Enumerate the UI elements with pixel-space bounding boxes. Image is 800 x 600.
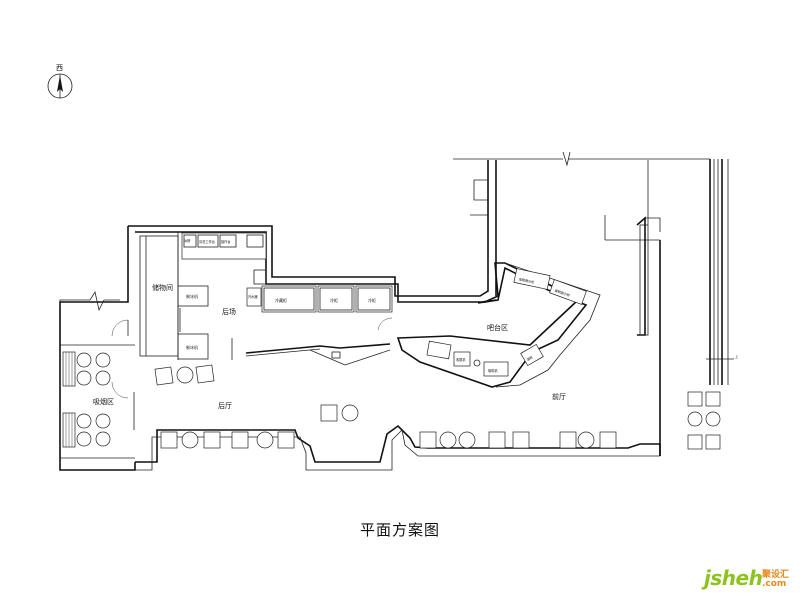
display-cases: [513, 268, 587, 367]
equip-sink: 清洗工作台: [199, 239, 215, 244]
stair-label: 上: [735, 354, 739, 359]
kitchen-counter: [181, 232, 267, 285]
exterior-walls: [59, 151, 734, 471]
equip-freezer-1: 冷柜: [330, 297, 338, 303]
brand-cn-name: 聚设汇: [762, 570, 790, 580]
room-back-hall: 后厅: [218, 401, 232, 410]
equip-small-box: 开水器: [248, 294, 258, 299]
kitchen-walls: [139, 232, 209, 360]
north-arrow-icon: [47, 73, 73, 99]
front-hall-furniture: [419, 391, 721, 450]
equip-cold-storage: 冷藏柜: [275, 297, 287, 303]
brand-logo: jsheh 聚设汇 .com: [704, 566, 794, 596]
equip-cashier: 收银机: [456, 357, 466, 362]
fridge-row: [246, 285, 393, 313]
smoking-area-furniture: [60, 344, 135, 459]
room-bar-area: 吧台区: [487, 323, 508, 332]
compass-label: 西: [56, 64, 63, 72]
equip-console: 操作台: [221, 239, 231, 244]
equip-freezer-2: 冷柜: [368, 297, 376, 303]
brand-domain: .com: [762, 579, 787, 589]
room-front-hall: 前厅: [552, 392, 566, 401]
room-storage: 储物间: [152, 283, 173, 292]
back-hall-furniture: [154, 364, 359, 449]
equip-wine-cabinet: 酒柜: [525, 354, 534, 362]
equip-display-1: 蛋糕展示柜: [518, 276, 535, 284]
equip-coffee: 咖啡机: [488, 368, 498, 373]
doors: [111, 317, 393, 430]
plan-title: 平面方案图: [359, 521, 440, 539]
room-back-kitchen: 后场: [222, 307, 236, 316]
equip-ice-basin: 冰槽: [184, 238, 191, 243]
room-ice-maker-2: 制冰机: [186, 344, 198, 350]
room-smoking: 吸烟区: [93, 397, 114, 406]
brand-name: jsheh: [704, 566, 763, 590]
bar-equipment: [426, 340, 509, 377]
equip-display-2: 蛋糕展示柜: [554, 288, 571, 298]
room-ice-maker-1: 制冰机: [186, 293, 198, 299]
